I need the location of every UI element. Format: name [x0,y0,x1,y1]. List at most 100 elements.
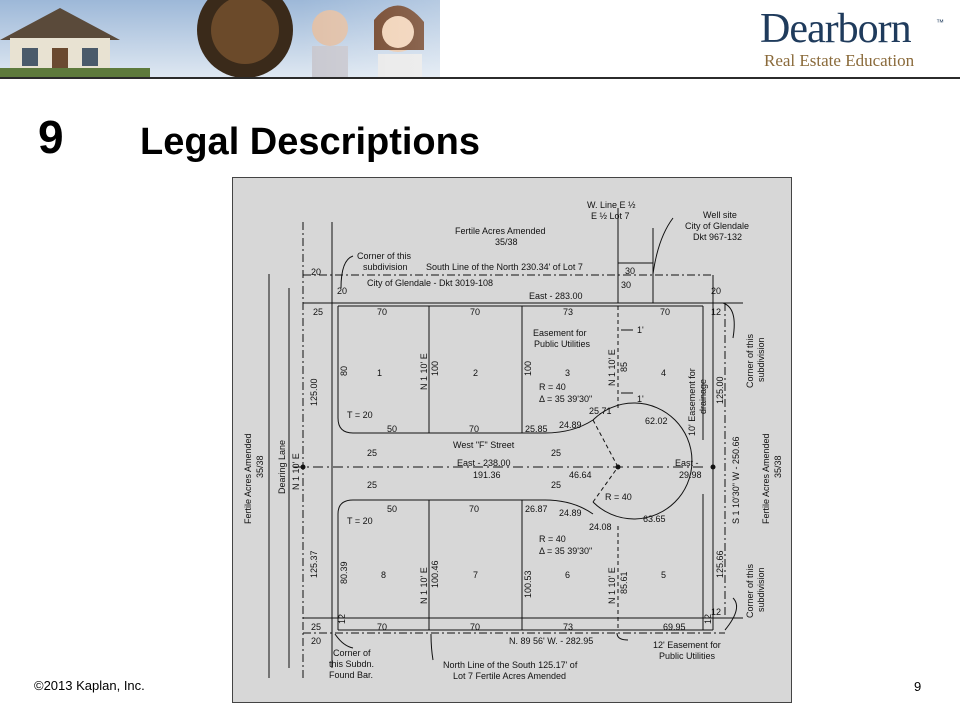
dim-30-b: 30 [621,280,631,290]
lot-5: 5 [661,570,666,580]
corner-right-bot-label-2: subdivision [756,567,766,612]
one-foot-b: 1' [637,394,644,404]
easement-drain-label: 10' Easement for [687,368,697,436]
lot-8: 8 [381,570,386,580]
north-line-label-2: Lot 7 Fertile Acres Amended [453,671,566,681]
dim-100-53: 100.53 [523,570,533,598]
logo-tagline: Real Estate Education [764,51,915,70]
corner-found-label: Corner of [333,648,371,658]
header-photo-art [0,0,440,78]
dim-20-a: 20 [311,267,321,277]
dim-12-d: 12 [703,614,713,624]
logo-wordmark: Dearborn [760,6,912,52]
dim-25-b: 25 [367,448,377,458]
dim-25-85: 25.85 [525,424,548,434]
lot-1: 1 [377,368,382,378]
house-roof [0,8,120,40]
corner-right-top-label: Corner of this [745,333,755,388]
easement-12-label-2: Public Utilities [659,651,716,661]
dim-46-64: 46.64 [569,470,592,480]
dim-25-f: 25 [311,622,321,632]
corner-top-label-2: subdivision [363,262,408,272]
dim-29-98: 29.98 [679,470,702,480]
dim-30-a: 30 [625,266,635,276]
well-dkt-label: Dkt 967-132 [693,232,742,242]
dim-70-lot8: 70 [377,622,387,632]
dim-50-b: 50 [387,504,397,514]
dim-70-lot2: 70 [470,307,480,317]
dim-20-c: 20 [711,286,721,296]
fertile-top-label: Fertile Acres Amended [455,226,546,236]
plat-drawing: W. Line E ½ E ½ Lot 7 Fertile Acres Amen… [243,200,783,681]
easement-drain-label-2: drainage [698,379,708,414]
dim-24-89-a: 24.89 [559,420,582,430]
lot-7: 7 [473,570,478,580]
lot-3: 3 [565,368,570,378]
w-line-label: W. Line E ½ [587,200,636,210]
s-bearing-label: S 1 10'30" W - 250.66 [731,437,741,524]
corner-right-bot-label: Corner of this [745,563,755,618]
bearing-lot1: N 1 10' E [419,353,429,390]
copyright-text: ©2013 Kaplan, Inc. [34,678,145,693]
fertile-left-number: 35/38 [255,455,265,478]
north-line-label: North Line of the South 125.17' of [443,660,578,670]
dim-80: 80 [339,366,349,376]
dim-70-lot4: 70 [660,307,670,317]
delta-top: Δ = 35 39'30" [539,394,592,404]
east-283-label: East - 283.00 [529,291,583,301]
lot-2: 2 [473,368,478,378]
dim-24-08: 24.08 [589,522,612,532]
dearborn-logo: Dearborn ™ Real Estate Education [760,8,950,72]
dim-125-37: 125.37 [309,550,319,578]
slide-title: Legal Descriptions [140,121,480,163]
dim-100-46: 100.46 [430,560,440,588]
dim-20-b: 20 [337,286,347,296]
easement-pu-label-2: Public Utilities [534,339,591,349]
dearing-bearing-label: N 1 10' E [291,453,301,490]
dim-100-b: 100 [523,361,533,376]
dim-25-d: 25 [367,480,377,490]
easement-pu-label: Easement for [533,328,587,338]
well-glendale-label: City of Glendale [685,221,749,231]
dim-70-g: 70 [469,504,479,514]
dim-191-36: 191.36 [473,470,501,480]
corner-top-label: Corner of this [357,251,412,261]
dim-62-02: 62.02 [645,416,668,426]
dim-69-95: 69.95 [663,622,686,632]
page-number: 9 [914,679,922,694]
fertile-right-label: Fertile Acres Amended [761,433,771,524]
east-238-label: East - 238.00 [457,458,511,468]
r40-bot: R = 40 [539,534,566,544]
east-short-label: East - [675,458,699,468]
easement-12-label: 12' Easement for [653,640,721,650]
bearing-lot3: N 1 10' E [607,349,617,386]
r40-top: R = 40 [539,382,566,392]
south-line-label: South Line of the North 230.34' of Lot 7 [426,262,583,272]
t20-top: T = 20 [347,410,373,420]
dim-85-61: 85.61 [619,571,629,594]
header-banner: Dearborn ™ Real Estate Education [0,0,960,80]
header-photo [0,0,440,78]
one-foot-a: 1' [637,325,644,335]
dim-24-89-b: 24.89 [559,508,582,518]
fertile-top-number: 35/38 [495,237,518,247]
dim-73-lot3: 73 [563,307,573,317]
n89-label: N. 89 56' W. - 282.95 [509,636,593,646]
bearing-lot8: N 1 10' E [419,567,429,604]
dim-73-lot6: 73 [563,622,573,632]
dim-25-71: 25.71 [589,406,612,416]
dim-25-e: 25 [551,480,561,490]
fertile-right-number: 35/38 [773,455,783,478]
dim-125-00-left: 125.00 [309,378,319,406]
dim-70-f: 70 [469,424,479,434]
dim-63-65: 63.65 [643,514,666,524]
dim-80-39: 80.39 [339,561,349,584]
corner-found-label-3: Found Bar. [329,670,373,680]
corner-right-top-label-2: subdivision [756,337,766,382]
well-site-label: Well site [703,210,737,220]
dim-20-d: 20 [311,636,321,646]
dim-70-lot1: 70 [377,307,387,317]
dim-12-a: 12 [711,307,721,317]
fertile-left-label: Fertile Acres Amended [243,433,253,524]
r40-circle: R = 40 [605,492,632,502]
